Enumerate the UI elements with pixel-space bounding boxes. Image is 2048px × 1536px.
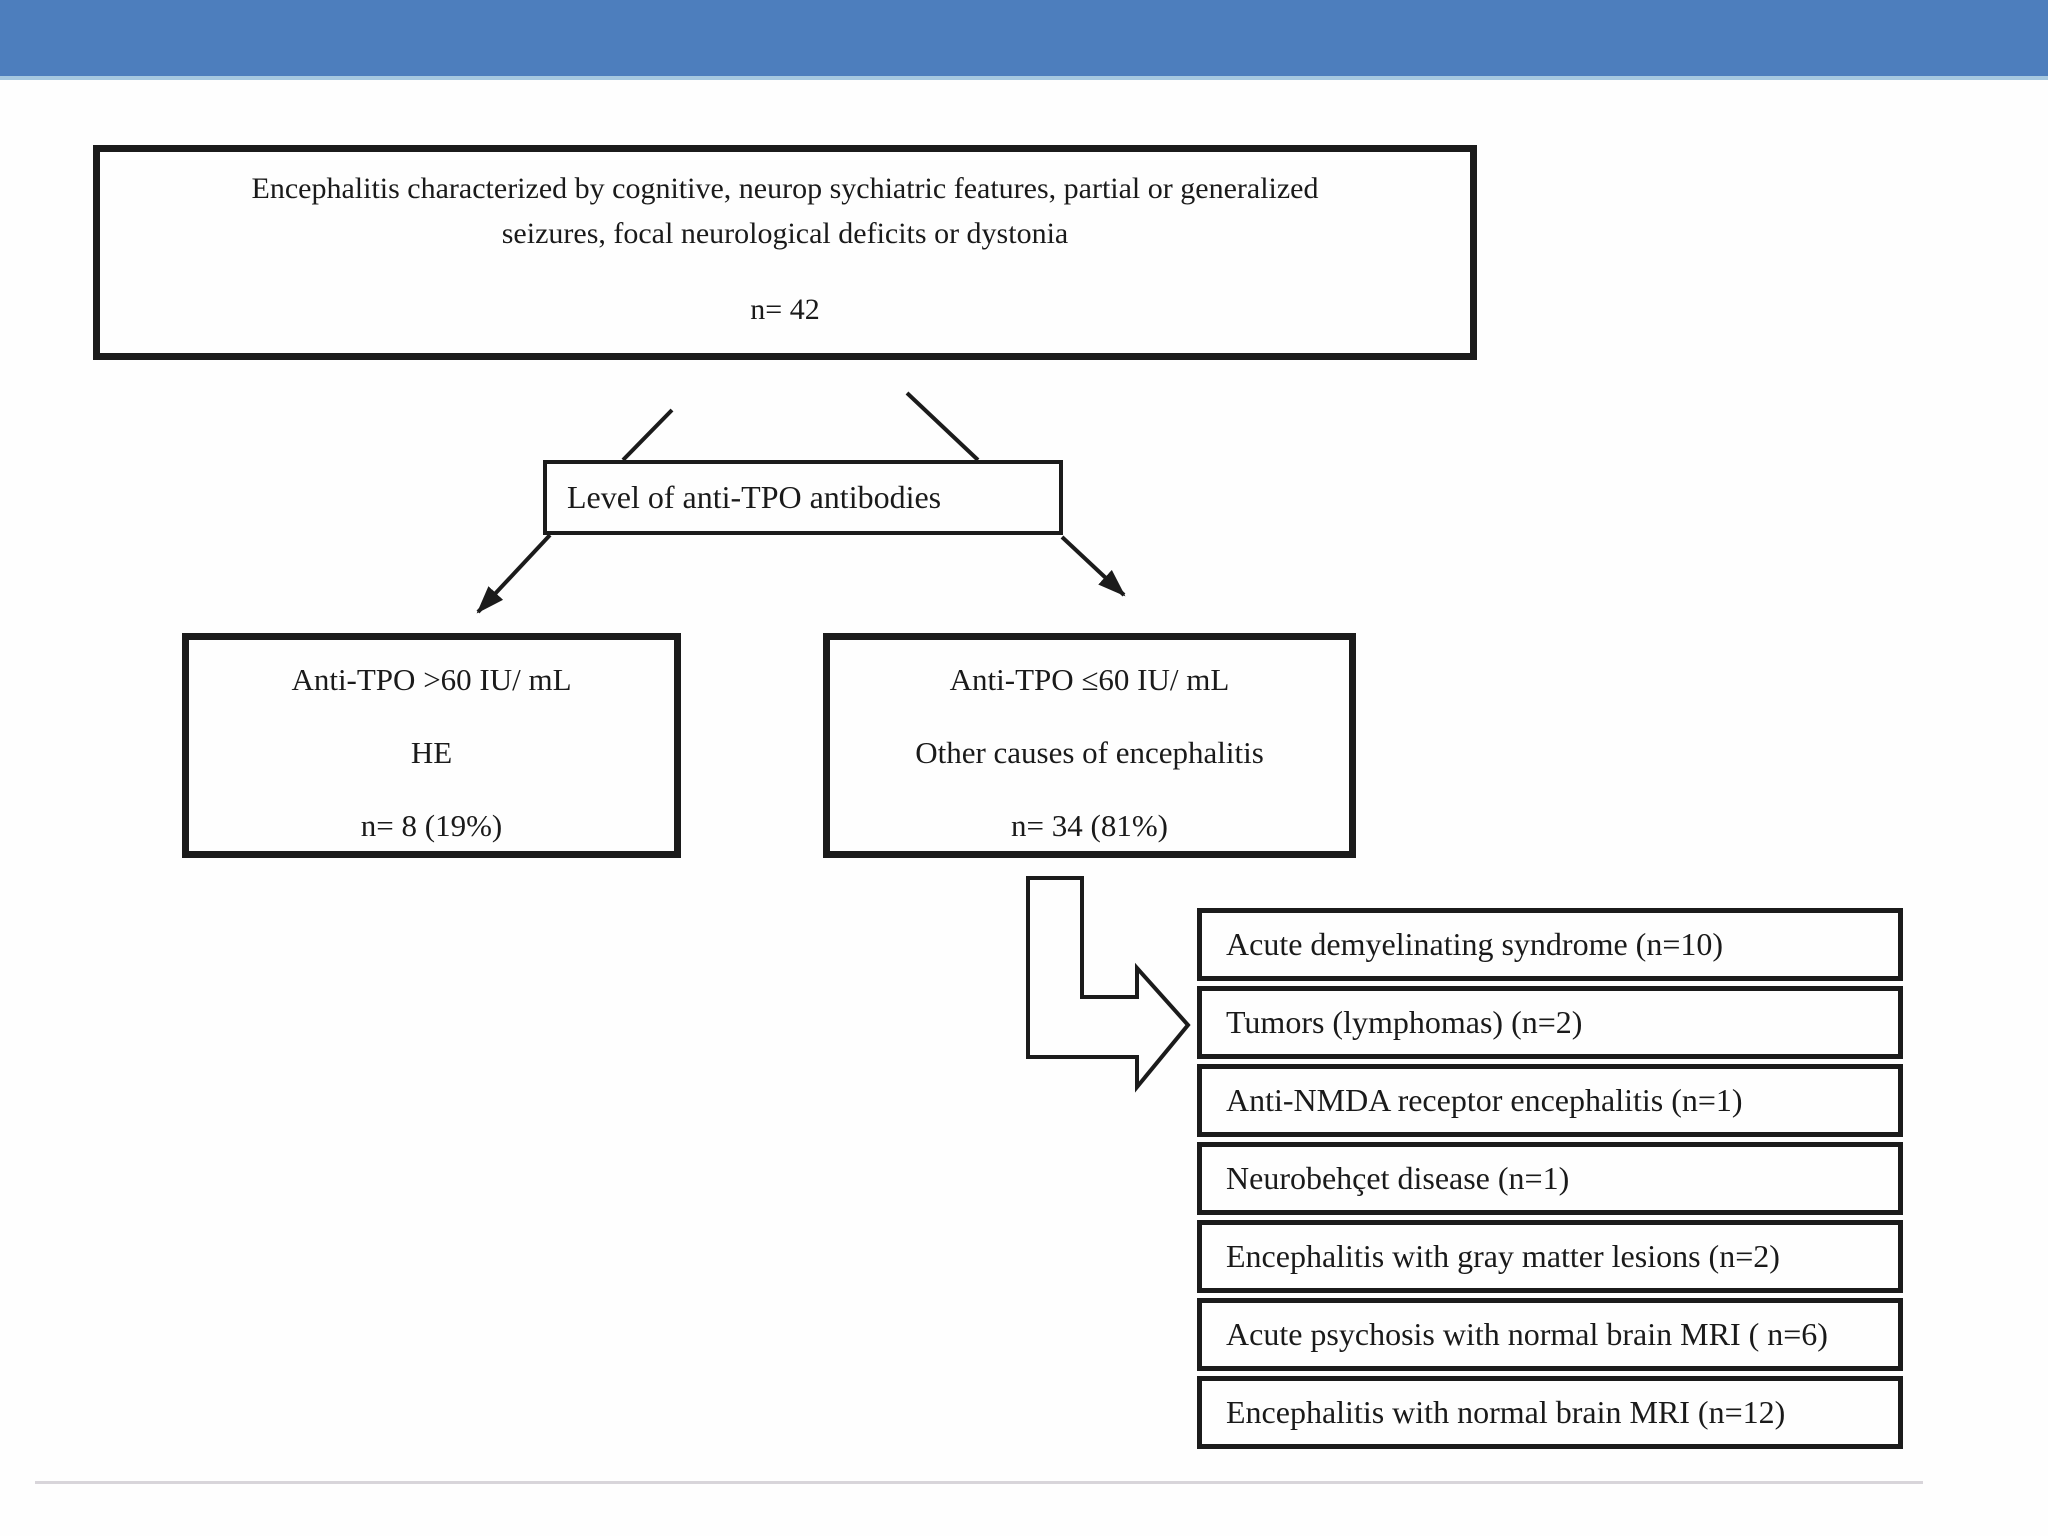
root-box-count: n= 42 bbox=[750, 293, 820, 326]
other-box-diagnosis: Other causes of encephalitis bbox=[915, 735, 1264, 770]
arrow-decision-to-other-icon bbox=[1060, 535, 1126, 597]
other-box-criterion: Anti-TPO ≤60 IU/ mL bbox=[949, 662, 1230, 697]
root-box-text-line2: seizures, focal neurological deficits or… bbox=[501, 217, 1069, 250]
other-box-count: n= 34 (81%) bbox=[1011, 808, 1168, 843]
cause-label: Tumors (lymphomas) (n=2) bbox=[1226, 1004, 1583, 1040]
connector-root-to-decision-right bbox=[905, 391, 980, 462]
slide-footer-rule bbox=[35, 1481, 1923, 1484]
cause-label: Encephalitis with normal brain MRI (n=12… bbox=[1226, 1394, 1786, 1430]
he-box-diagnosis: HE bbox=[410, 735, 453, 770]
root-box: Encephalitis characterized by cognitive,… bbox=[93, 145, 1477, 360]
cause-label: Neurobehçet disease (n=1) bbox=[1226, 1160, 1570, 1196]
cause-box-normal-mri: Encephalitis with normal brain MRI (n=12… bbox=[1197, 1376, 1903, 1449]
slide-header-bar bbox=[0, 0, 2048, 80]
other-causes-branch-box: Anti-TPO ≤60 IU/ mL Other causes of ence… bbox=[823, 633, 1356, 858]
bent-right-arrow-icon bbox=[1026, 876, 1191, 1093]
decision-box: Level of anti-TPO antibodies bbox=[543, 460, 1063, 535]
cause-box-gray-matter: Encephalitis with gray matter lesions (n… bbox=[1197, 1220, 1903, 1293]
decision-box-label: Level of anti-TPO antibodies bbox=[567, 479, 942, 515]
cause-box-acute-psychosis: Acute psychosis with normal brain MRI ( … bbox=[1197, 1298, 1903, 1371]
cause-label: Acute demyelinating syndrome (n=10) bbox=[1226, 926, 1724, 962]
cause-box-tumors: Tumors (lymphomas) (n=2) bbox=[1197, 986, 1903, 1059]
connector-root-to-decision-left bbox=[621, 408, 674, 462]
cause-box-anti-nmda: Anti-NMDA receptor encephalitis (n=1) bbox=[1197, 1064, 1903, 1137]
cause-label: Acute psychosis with normal brain MRI ( … bbox=[1226, 1316, 1828, 1352]
he-branch-box: Anti-TPO >60 IU/ mL HE n= 8 (19%) bbox=[182, 633, 681, 858]
arrow-decision-to-he-icon bbox=[476, 533, 552, 614]
cause-box-acute-demyelinating: Acute demyelinating syndrome (n=10) bbox=[1197, 908, 1903, 981]
cause-box-neurobehcet: Neurobehçet disease (n=1) bbox=[1197, 1142, 1903, 1215]
cause-label: Encephalitis with gray matter lesions (n… bbox=[1226, 1238, 1780, 1274]
he-box-count: n= 8 (19%) bbox=[360, 808, 503, 843]
cause-label: Anti-NMDA receptor encephalitis (n=1) bbox=[1226, 1082, 1743, 1118]
he-box-criterion: Anti-TPO >60 IU/ mL bbox=[291, 662, 572, 697]
root-box-text-line1: Encephalitis characterized by cognitive,… bbox=[251, 172, 1319, 205]
